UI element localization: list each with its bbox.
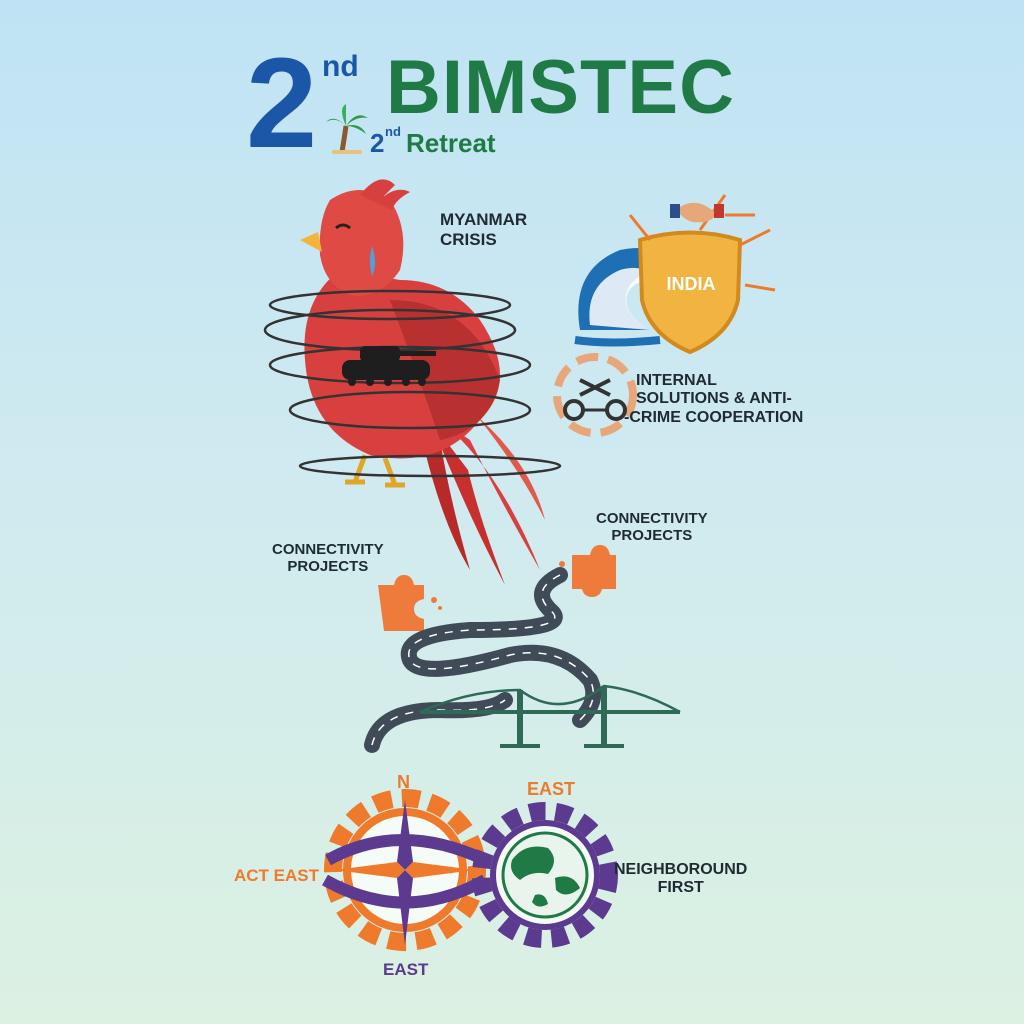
act-east-label: ACT EAST: [234, 866, 319, 885]
internal-solutions-label: INTERNAL SOLUTIONS & ANTI- -CRIME COOPER…: [624, 372, 803, 427]
subtitle-suffix: nd: [385, 124, 401, 139]
page-subtitle: Retreat: [406, 128, 496, 158]
compass-icon: [335, 800, 475, 945]
connectivity-right-line2: PROJECTS: [611, 527, 693, 545]
compass-south-label: EAST: [383, 960, 429, 979]
globe-icon: [501, 831, 589, 919]
bridge: [419, 684, 681, 748]
connectivity-left-label: CONNECTIVITY PROJECTS: [272, 541, 384, 576]
neighbour-line2: FIRST: [657, 879, 704, 897]
myanmar-crisis-line2: CRISIS: [440, 229, 497, 249]
connectivity-right-line1: CONNECTIVITY: [596, 510, 708, 527]
myanmar-crisis-label: MYANMAR CRISIS: [440, 210, 527, 249]
tank-icon: [342, 346, 436, 386]
palm-tree-icon: [326, 104, 368, 154]
page-title: BIMSTEC: [386, 45, 735, 130]
puzzle-piece-icon: [378, 545, 616, 631]
ordinal-number: 2: [246, 32, 318, 175]
compass-north-label: N: [397, 772, 410, 792]
ordinal-suffix: nd: [322, 50, 359, 83]
internal-line2: SOLUTIONS & ANTI-: [636, 390, 792, 408]
handshake-icon: [670, 202, 724, 223]
india-shield: [628, 194, 776, 355]
neighbour-line1: NEIGHBOROUND: [614, 861, 748, 878]
myanmar-crisis-line1: MYANMAR: [440, 210, 528, 229]
connectivity-left-line1: CONNECTIVITY: [272, 541, 384, 558]
neighbour-first-label: NEIGHBOROUND FIRST: [614, 861, 747, 898]
internal-line1: INTERNAL: [636, 372, 717, 389]
handcuffs-icon: [553, 353, 637, 437]
connectivity-left-line2: PROJECTS: [287, 558, 369, 576]
internal-line3: -CRIME COOPERATION: [624, 408, 804, 426]
subtitle-number: 2: [370, 128, 385, 158]
india-shield-label: INDIA: [666, 274, 716, 294]
gear-east-label: EAST: [527, 779, 576, 799]
barbed-wire: [263, 289, 562, 478]
connectivity-right-label: CONNECTIVITY PROJECTS: [596, 510, 708, 545]
